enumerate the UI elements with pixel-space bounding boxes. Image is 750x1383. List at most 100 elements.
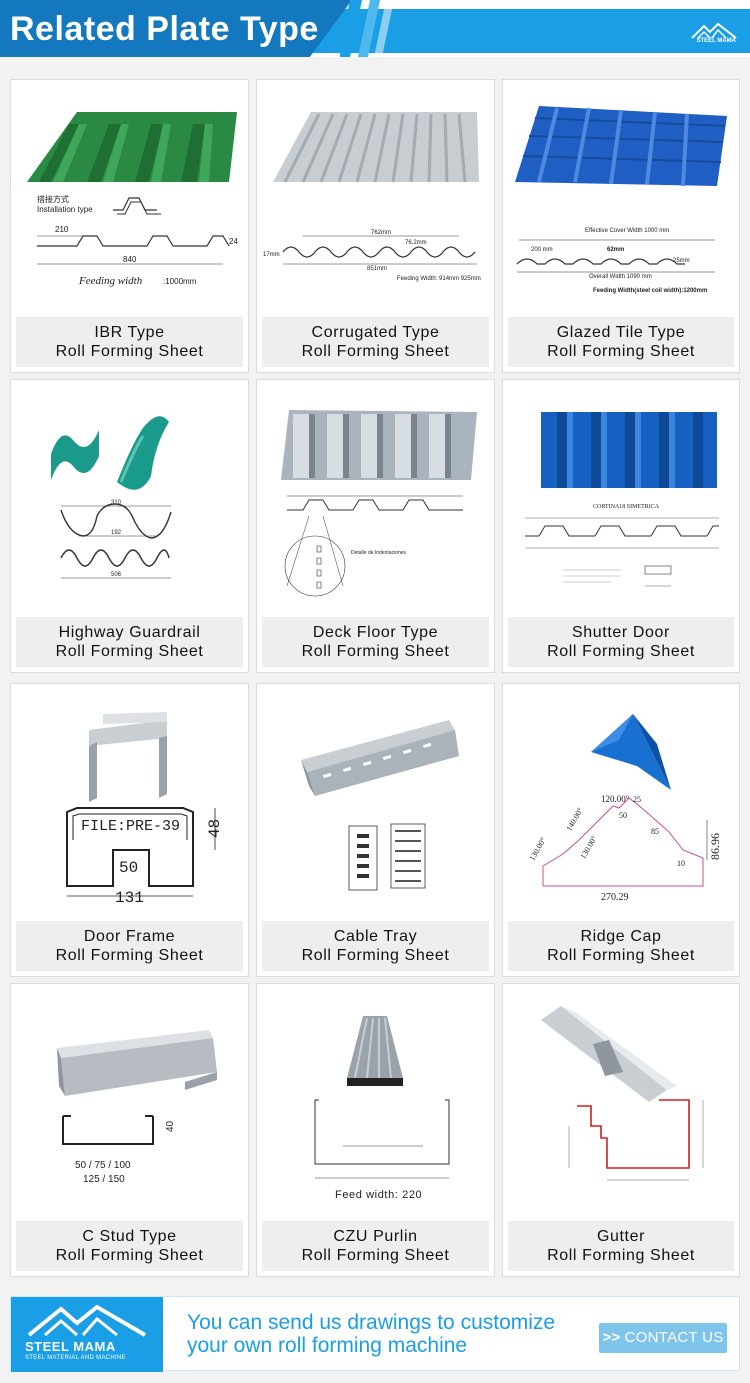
customize-message-line2: your own roll forming machine [187, 1334, 468, 1357]
door-frame-drawing-icon: FILE:PRE-39 48 50 131 [66, 712, 224, 907]
gutter-drawing-icon [541, 1006, 704, 1181]
ridge-dim-1: 25 [633, 795, 641, 804]
product-name: Highway Guardrail [58, 624, 201, 641]
glazed-tile-drawing-icon: Effective Cover Width 1000 mm 200 mm 62m… [515, 106, 727, 294]
guardrail-bottom-dim: 506 [111, 572, 122, 578]
product-subtitle: Roll Forming Sheet [301, 947, 450, 964]
customize-message-line1: You can send us drawings to customize [187, 1311, 556, 1334]
steel-mama-logo-icon [691, 22, 737, 39]
door-frame-height-dim: 48 [206, 819, 224, 838]
product-card-gutter[interactable]: Gutter Roll Forming Sheet [502, 983, 740, 1277]
product-card-cable-tray[interactable]: Cable Tray Roll Forming Sheet [256, 683, 495, 977]
product-card-ridge-cap[interactable]: 120.00° 140.00° 130.00° 130.00° 25 50 85… [502, 683, 740, 977]
install-type-en-label: Installation type [37, 205, 93, 214]
guardrail-top-dim: 310 [111, 500, 122, 506]
guardrail-mid-dim: 192 [111, 530, 122, 536]
product-card-label: Shutter Door Roll Forming Sheet [508, 617, 734, 667]
footer-logo-subtitle: STEEL MATERIAL AND MACHINE [25, 1355, 126, 1361]
steel-mama-logo-icon [27, 1304, 147, 1337]
deck-floor-drawing-icon: Detalle de Indentaciones [281, 410, 477, 597]
product-card-deck-floor[interactable]: Detalle de Indentaciones Deck Floor Type… [256, 379, 495, 673]
header-title-box [0, 0, 352, 57]
header-logo-name: STEEL MAMA [696, 38, 736, 44]
product-name: CZU Purlin [333, 1228, 418, 1245]
glazed-overall-dim: Overall Width 1090 mm [589, 274, 652, 280]
product-subtitle: Roll Forming Sheet [55, 343, 204, 360]
glazed-pitch-dim: 200 mm [531, 247, 553, 253]
product-card-highway-guardrail[interactable]: 310 192 506 Highway Guardrail Roll Formi… [10, 379, 249, 673]
product-card-label: Gutter Roll Forming Sheet [508, 1221, 734, 1271]
page-header: Related Plate Type STEEL MAMA [0, 0, 750, 57]
product-subtitle: Roll Forming Sheet [55, 1247, 204, 1264]
contact-us-button[interactable]: >>CONTACT US [599, 1323, 727, 1353]
corrugated-pitch-dim: 76.2mm [405, 240, 427, 246]
czu-purlin-drawing-icon: Feed width: 220 [314, 1016, 450, 1201]
product-card-door-frame[interactable]: FILE:PRE-39 48 50 131 Door Frame Roll Fo… [10, 683, 249, 977]
product-name: IBR Type [94, 324, 165, 341]
deck-detail-label: Detalle de Indentaciones [351, 550, 407, 556]
product-name: Corrugated Type [311, 324, 440, 341]
product-card-label: Ridge Cap Roll Forming Sheet [508, 921, 734, 971]
c-stud-drawing-icon: 40 50 / 75 / 100 125 / 150 [57, 1030, 217, 1185]
product-subtitle: Roll Forming Sheet [547, 1247, 695, 1264]
product-card-czu-purlin[interactable]: Feed width: 220 CZU Purlin Roll Forming … [256, 983, 495, 1277]
ibr-feeding-label: Feeding width [78, 275, 143, 287]
c-stud-widths-dim: 50 / 75 / 100 [75, 1160, 131, 1171]
product-card-label: Cable Tray Roll Forming Sheet [262, 921, 489, 971]
contact-us-label: CONTACT US [624, 1329, 724, 1346]
corrugated-cover-dim: 762mm [371, 230, 391, 236]
product-card-label: C Stud Type Roll Forming Sheet [16, 1221, 243, 1271]
product-subtitle: Roll Forming Sheet [547, 343, 695, 360]
product-name: Gutter [596, 1228, 646, 1245]
ibr-pitch-dim: 210 [55, 225, 69, 234]
customize-message: You can send us drawings to customize yo… [187, 1311, 607, 1357]
ridge-dim-4: 10 [677, 859, 685, 868]
product-name: Ridge Cap [580, 928, 662, 945]
product-name: Cable Tray [333, 928, 418, 945]
corrugated-sheet-drawing-icon: 762mm 76.2mm 17mm 851mm Feeding Width: 9… [263, 112, 481, 282]
product-card-label: Deck Floor Type Roll Forming Sheet [262, 617, 489, 667]
glazed-feeding-label: Feeding Width(steel coil width):1200mm [593, 288, 707, 294]
product-subtitle: Roll Forming Sheet [301, 343, 450, 360]
door-frame-width-dim: 131 [115, 889, 144, 907]
product-card-shutter-door[interactable]: CORTINA18 SIMETRICA Shutter Door Roll Fo… [502, 379, 740, 673]
product-card-c-stud[interactable]: 40 50 / 75 / 100 125 / 150 C Stud Type R… [10, 983, 249, 1277]
ridge-apex-angle: 120.00° [601, 794, 630, 804]
product-card-glazed-tile[interactable]: Effective Cover Width 1000 mm 200 mm 62m… [502, 79, 740, 373]
product-subtitle: Roll Forming Sheet [547, 643, 695, 660]
ridge-angle-1: 140.00° [564, 806, 584, 832]
product-card-corrugated[interactable]: 762mm 76.2mm 17mm 851mm Feeding Width: 9… [256, 79, 495, 373]
ridge-dim-3: 85 [651, 827, 659, 836]
c-stud-height-dim: 40 [165, 1120, 176, 1132]
ibr-sheet-drawing-icon: 搭接方式 Installation type 210 24 840 Feedin… [27, 112, 238, 287]
product-subtitle: Roll Forming Sheet [547, 947, 695, 964]
product-subtitle: Roll Forming Sheet [55, 643, 204, 660]
ibr-height-dim: 24 [229, 237, 238, 246]
glazed-height-dim: 25mm [673, 258, 690, 264]
ridge-width-dim: 270.29 [601, 892, 629, 903]
footer-logo-name: STEEL MAMA [25, 1339, 116, 1354]
product-name: C Stud Type [82, 1228, 177, 1245]
product-subtitle: Roll Forming Sheet [301, 643, 450, 660]
ridge-dim-2: 50 [619, 811, 627, 820]
product-card-label: Door Frame Roll Forming Sheet [16, 921, 243, 971]
corrugated-overall-dim: 851mm [367, 266, 387, 272]
product-card-label: IBR Type Roll Forming Sheet [16, 317, 243, 367]
product-name: Shutter Door [572, 624, 670, 641]
ridge-angle-2: 130.00° [527, 836, 547, 862]
guardrail-drawing-icon: 310 192 506 [51, 416, 172, 579]
shutter-door-drawing-icon: CORTINA18 SIMETRICA [525, 412, 719, 587]
door-frame-inner-dim: 50 [119, 859, 138, 877]
corrugated-height-dim: 17mm [263, 252, 280, 258]
product-card-ibr[interactable]: 搭接方式 Installation type 210 24 840 Feedin… [10, 79, 249, 373]
corrugated-feeding-label: Feeding Width: 914mm 925mm [397, 276, 481, 282]
glazed-cover-dim: Effective Cover Width 1000 mm [585, 228, 669, 234]
product-card-label: Glazed Tile Type Roll Forming Sheet [508, 317, 734, 367]
door-frame-file-label: FILE:PRE-39 [81, 818, 180, 835]
footer-logo-block: STEEL MAMA STEEL MATERIAL AND MACHINE [11, 1297, 163, 1372]
czu-feed-width-label: Feed width: 220 [335, 1189, 422, 1201]
product-card-label: Highway Guardrail Roll Forming Sheet [16, 617, 243, 667]
ridge-cap-drawing-icon: 120.00° 140.00° 130.00° 130.00° 25 50 85… [527, 714, 722, 903]
glazed-step-dim: 62mm [607, 247, 624, 253]
install-type-cn-label: 搭接方式 [37, 194, 69, 204]
